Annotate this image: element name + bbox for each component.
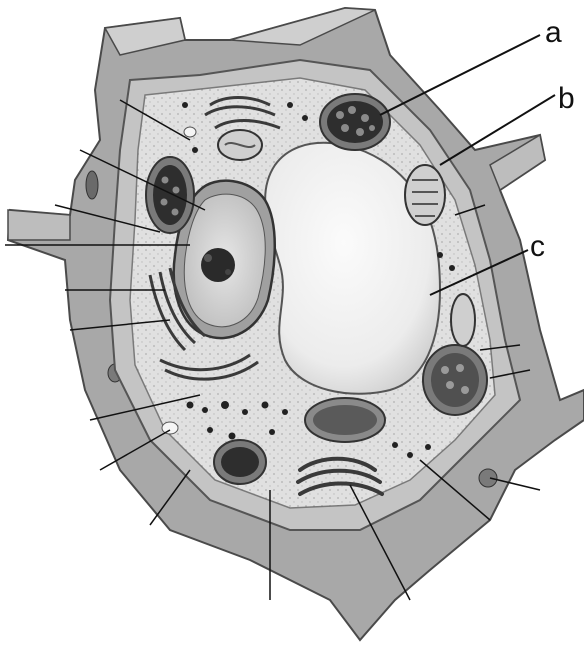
mitochondrion <box>405 165 445 225</box>
chloroplast <box>320 94 390 150</box>
label-c: c <box>530 232 545 262</box>
chloroplast <box>423 345 487 415</box>
label-b: b <box>558 84 575 114</box>
mitochondrion <box>218 130 262 160</box>
chloroplast <box>214 440 266 484</box>
vacuole-small <box>184 127 196 137</box>
nucleolus <box>201 248 235 282</box>
vacuole-small <box>162 422 178 434</box>
label-a: a <box>545 18 562 48</box>
chloroplast <box>305 398 385 442</box>
chloroplast <box>146 157 194 233</box>
mitochondrion <box>451 294 475 346</box>
